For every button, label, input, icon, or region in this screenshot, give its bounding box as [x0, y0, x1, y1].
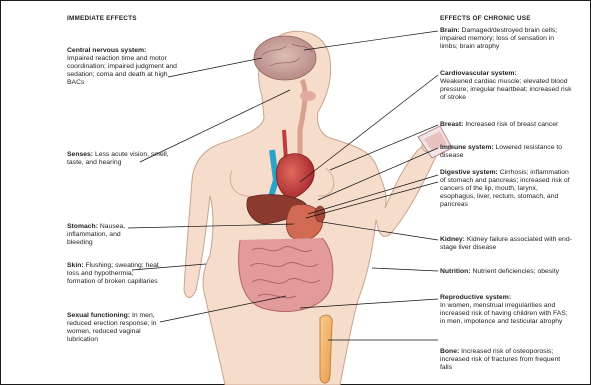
label-title: Skin:: [67, 262, 84, 269]
intestine-organ: [239, 238, 333, 311]
label-skin: Skin: Flushing; sweating; heat loss and …: [67, 262, 162, 286]
bone-organ: [320, 315, 332, 383]
label-title: Breast:: [440, 121, 463, 128]
label-text: Weakened cardiac muscle; elevated blood …: [440, 78, 571, 101]
label-title: Brain:: [440, 27, 460, 34]
label-reproductive-system: Reproductive system: In women, menstrual…: [440, 294, 572, 326]
label-title: Immune system:: [440, 144, 494, 151]
label-text: Impaired reaction time and motor coordin…: [67, 55, 177, 86]
label-sexual-functioning: Sexual functioning: In men, reduced erec…: [67, 312, 167, 344]
label-cardiovascular-system: Cardiovascular system: Weakened cardiac …: [440, 70, 572, 102]
label-title: Nutrition:: [440, 268, 471, 275]
label-title: Senses:: [67, 151, 93, 158]
label-title: Central nervous system:: [67, 47, 146, 54]
label-central-nervous-system: Central nervous system: Impaired reactio…: [67, 47, 185, 87]
label-breast: Breast: Increased risk of breast cancer: [440, 121, 572, 129]
label-stomach: Stomach: Nausea, inflammation, and bleed…: [67, 223, 142, 247]
brain-organ: [254, 36, 316, 80]
label-text: Nutrient deficiencies; obesity: [472, 268, 559, 275]
label-digestive-system: Digestive system: Cirrhosis; inflammatio…: [440, 169, 572, 209]
label-immune-system: Immune system: Lowered resistance to dis…: [440, 144, 572, 160]
label-title: Kidney:: [440, 236, 465, 243]
label-title: Digestive system:: [440, 169, 498, 176]
label-title: Cardiovascular system:: [440, 70, 517, 77]
immediate-effects-heading: IMMEDIATE EFFECTS: [67, 15, 137, 22]
label-title: Reproductive system:: [440, 294, 511, 301]
label-title: Bone:: [440, 348, 459, 355]
label-kidney: Kidney: Kidney failure associated with e…: [440, 236, 572, 252]
label-brain: Brain: Damaged/destroyed brain cells; im…: [440, 27, 572, 51]
label-title: Sexual functioning:: [67, 312, 130, 319]
label-text: In women, menstrual irregularities and i…: [440, 302, 568, 325]
label-title: Stomach:: [67, 223, 98, 230]
label-text: Increased risk of osteoporosis; increase…: [440, 348, 560, 371]
chronic-effects-heading: EFFECTS OF CHRONIC USE: [440, 15, 531, 22]
label-senses: Senses: Less acute vision, smell, taste,…: [67, 151, 185, 167]
label-nutrition: Nutrition: Nutrient deficiencies; obesit…: [440, 268, 572, 276]
label-text: Increased risk of breast cancer: [465, 121, 558, 128]
label-bone: Bone: Increased risk of osteoporosis; in…: [440, 348, 572, 372]
